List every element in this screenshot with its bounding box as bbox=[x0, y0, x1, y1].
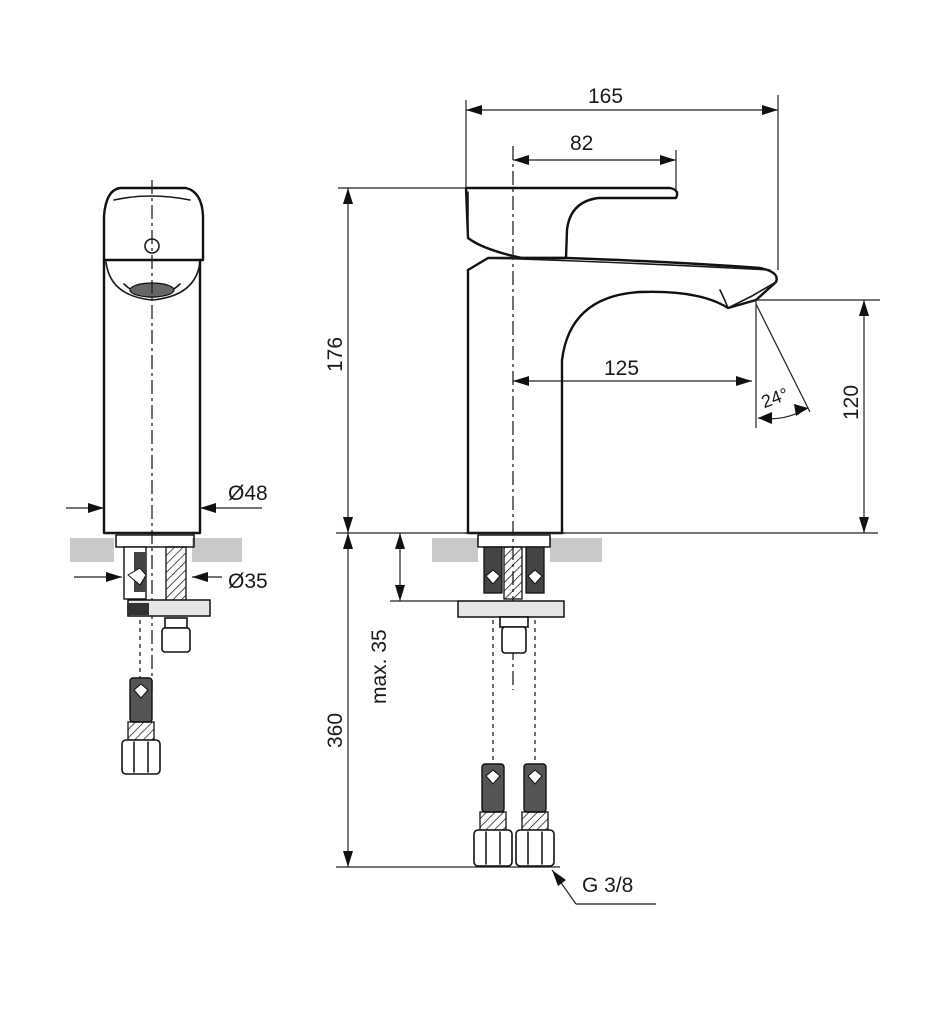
side-hose bbox=[121, 677, 161, 775]
label-hose-length: 360 bbox=[324, 713, 347, 748]
label-body-diameter: Ø48 bbox=[228, 482, 268, 505]
label-thread: G 3/8 bbox=[582, 874, 633, 897]
dim-thread: G 3/8 bbox=[551, 869, 656, 905]
dim-outlet-height: 120 bbox=[756, 299, 880, 533]
label-handle-length: 82 bbox=[570, 132, 593, 155]
dim-spout-angle: 24° bbox=[755, 300, 811, 428]
side-counter-right bbox=[192, 538, 242, 562]
dim-body-diameter: Ø48 bbox=[66, 482, 268, 513]
dim-height: 176 bbox=[324, 187, 466, 533]
front-spout bbox=[466, 256, 778, 535]
dim-spout-reach: 125 bbox=[513, 357, 752, 386]
dim-max-counter: max. 35 bbox=[368, 533, 500, 704]
side-handle bbox=[102, 186, 205, 262]
dim-total-length: 165 bbox=[465, 85, 779, 270]
front-hose-left bbox=[473, 763, 513, 867]
front-handle bbox=[464, 186, 679, 260]
front-counter-right bbox=[550, 538, 602, 562]
label-spout-reach: 125 bbox=[604, 357, 639, 380]
side-counter-left bbox=[70, 538, 114, 562]
label-height: 176 bbox=[324, 337, 347, 372]
front-body bbox=[466, 268, 564, 535]
front-hose-right bbox=[515, 763, 555, 867]
label-spout-angle: 24° bbox=[759, 384, 791, 412]
label-max-counter: max. 35 bbox=[368, 629, 391, 704]
dim-handle-length: 82 bbox=[513, 132, 677, 190]
label-total-length: 165 bbox=[588, 85, 623, 108]
label-hole-diameter: Ø35 bbox=[228, 570, 268, 593]
front-counter-left bbox=[432, 538, 478, 562]
dim-hole-diameter: Ø35 bbox=[74, 570, 268, 593]
label-outlet-height: 120 bbox=[840, 385, 863, 420]
dim-hose-length: 360 bbox=[324, 533, 353, 867]
front-view: 165 82 176 125 bbox=[324, 85, 880, 905]
side-view: Ø48 Ø35 bbox=[66, 180, 268, 775]
